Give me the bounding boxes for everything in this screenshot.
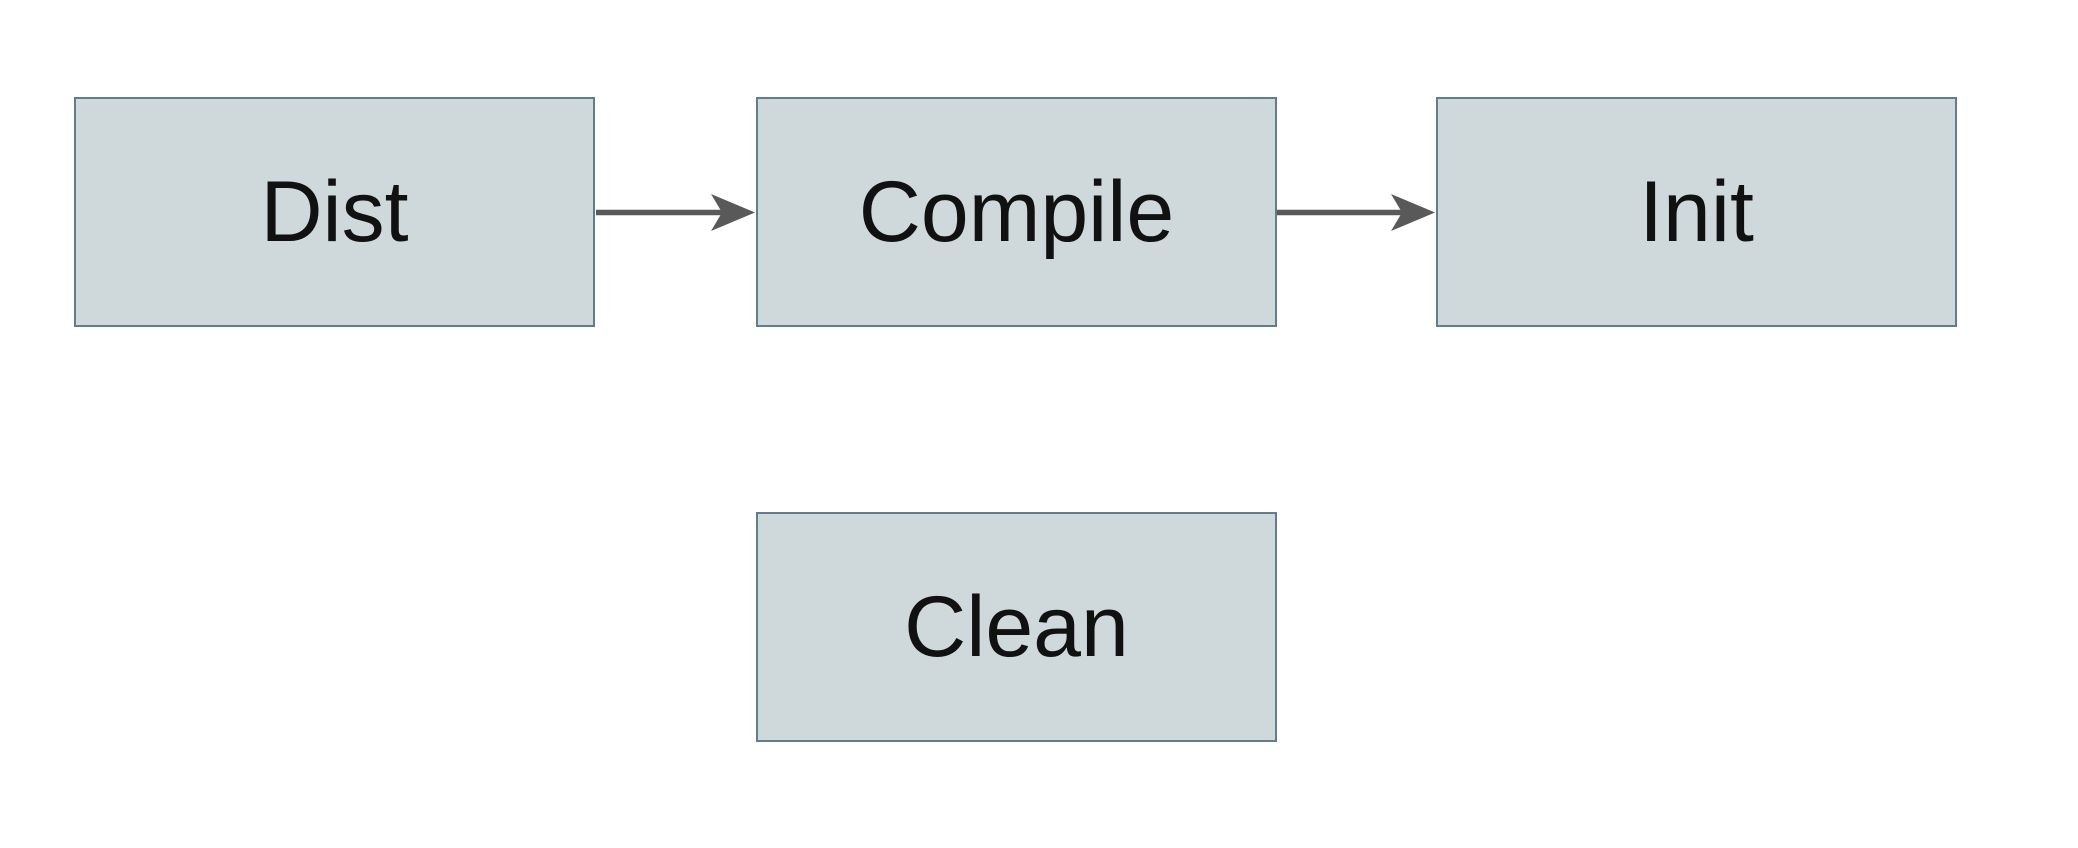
node-compile[interactable]: Compile: [756, 97, 1277, 327]
node-init-label: Init: [1639, 164, 1754, 260]
node-compile-label: Compile: [858, 164, 1175, 260]
arrow-dist-to-compile[interactable]: [596, 194, 755, 231]
node-init[interactable]: Init: [1436, 97, 1957, 327]
node-clean-label: Clean: [904, 579, 1129, 675]
arrow-compile-to-init[interactable]: [1276, 194, 1435, 231]
node-dist-label: Dist: [260, 164, 409, 260]
node-dist[interactable]: Dist: [74, 97, 595, 327]
node-clean[interactable]: Clean: [756, 512, 1277, 742]
